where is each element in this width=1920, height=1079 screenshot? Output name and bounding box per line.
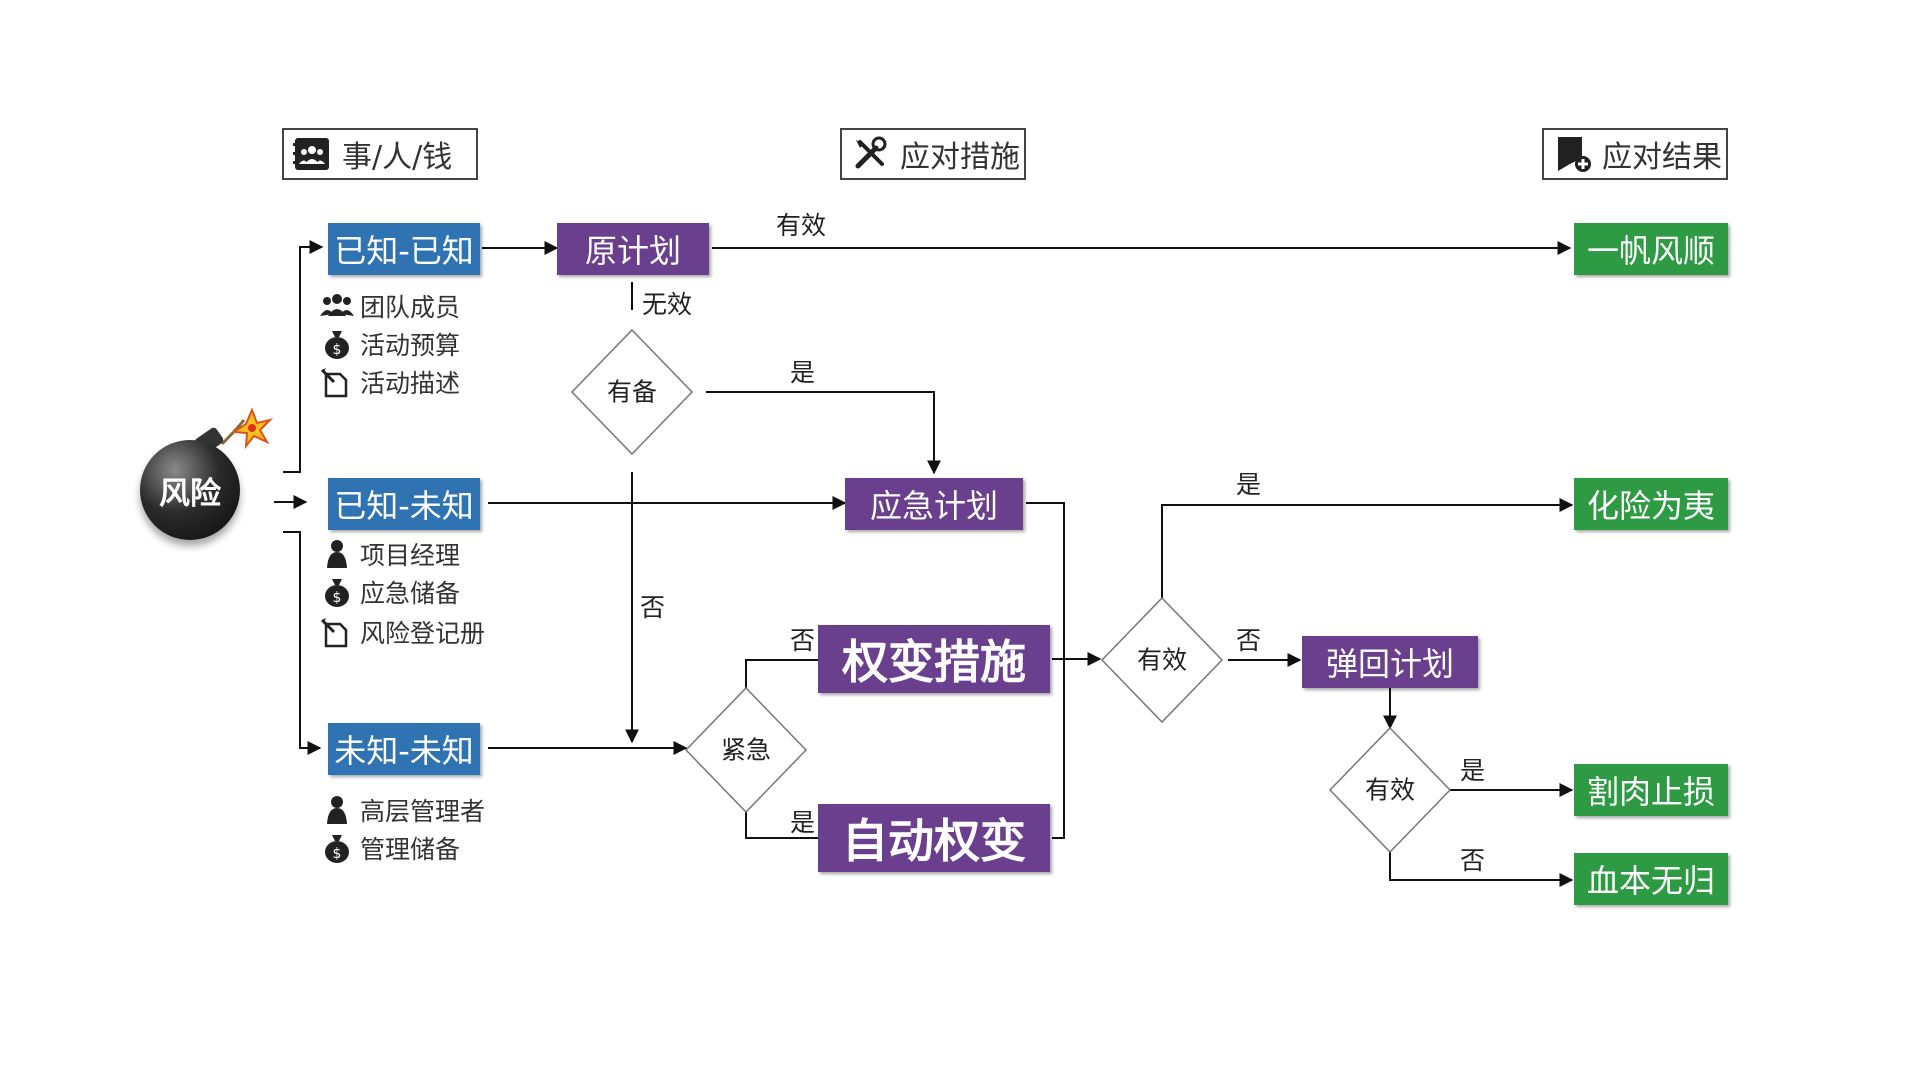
spark-icon — [220, 407, 274, 450]
category-unknown-unknown: 未知-未知 — [328, 723, 480, 775]
outcome-resolved-label: 化险为夷 — [1586, 487, 1715, 525]
flow-label-effective1-no: 否 — [1236, 626, 1262, 655]
connector-effective2-no — [1389, 852, 1574, 887]
outcome-cut-loss: 割肉止损 — [1574, 764, 1728, 816]
flow-label-effective2-no: 否 — [1460, 846, 1486, 875]
flow-label-urgent-no: 否 — [790, 626, 816, 655]
document-edit-icon — [320, 368, 348, 398]
action-auto-workaround: 自动权变 — [818, 804, 1050, 872]
decision-urgent: 紧急 — [720, 735, 772, 765]
resource-team-members: 团队成员 — [320, 288, 460, 324]
resource-activity-description: 活动描述 — [320, 364, 460, 400]
connector-risk-uu — [283, 531, 322, 755]
connector-contingency-merge — [1026, 502, 1065, 839]
action-workaround: 权变措施 — [818, 625, 1050, 693]
resource-label: 应急储备 — [360, 579, 461, 608]
action-auto-workaround-label: 自动权变 — [842, 814, 1026, 868]
resource-activity-budget: $ 活动预算 — [320, 326, 460, 362]
category-known-known: 已知-已知 — [328, 223, 480, 275]
connector-risk-kk — [283, 240, 324, 473]
decision-prepared: 有备 — [606, 377, 658, 407]
outcome-smooth: 一帆风顺 — [1574, 223, 1728, 275]
person-icon — [327, 796, 347, 824]
money-bag-icon: $ — [325, 835, 349, 863]
risk-bomb-icon: 风险 — [140, 440, 240, 540]
header-measures-label: 应对措施 — [900, 140, 1020, 175]
decision-effective2-shape — [1328, 726, 1452, 854]
decision-effective-2: 有效 — [1364, 775, 1416, 805]
resource-project-manager: 项目经理 — [320, 536, 460, 572]
action-contingency-plan: 应急计划 — [845, 478, 1023, 530]
flow-label-prepared-yes: 是 — [790, 358, 816, 387]
flow-label-effective: 有效 — [776, 211, 827, 240]
header-resources: 事/人/钱 — [282, 128, 478, 180]
svg-text:$: $ — [333, 342, 342, 358]
svg-text:$: $ — [333, 846, 342, 862]
resource-contingency-reserve: $ 应急储备 — [320, 574, 460, 610]
resource-risk-register: 风险登记册 — [320, 614, 485, 650]
document-edit-icon — [320, 618, 348, 648]
decision-effective-1: 有效 — [1136, 645, 1188, 675]
svg-text:$: $ — [333, 590, 342, 606]
header-measures: 应对措施 — [840, 128, 1026, 180]
resource-label: 活动预算 — [360, 331, 461, 360]
category-known-known-label: 已知-已知 — [334, 232, 474, 270]
flow-label-effective2-yes: 是 — [1460, 756, 1486, 785]
tools-icon — [855, 136, 887, 169]
outcome-total-loss: 血本无归 — [1574, 853, 1728, 905]
decision-prepared-shape — [570, 328, 694, 456]
header-outcomes-label: 应对结果 — [1602, 140, 1722, 175]
risk-label: 风险 — [159, 475, 221, 512]
resource-label: 高层管理者 — [360, 797, 486, 826]
resource-label: 管理储备 — [360, 835, 461, 864]
flow-label-effective1-yes: 是 — [1236, 470, 1262, 499]
category-known-unknown-label: 已知-未知 — [334, 487, 474, 525]
resource-label: 活动描述 — [360, 369, 461, 398]
outcome-cut-loss-label: 割肉止损 — [1586, 773, 1715, 811]
money-bag-icon: $ — [325, 331, 349, 359]
resource-label: 团队成员 — [360, 293, 461, 322]
resource-label: 风险登记册 — [360, 619, 486, 648]
action-original-plan-label: 原计划 — [584, 232, 681, 270]
flow-label-prepared-no: 否 — [640, 593, 666, 622]
person-icon — [327, 540, 347, 568]
team-icon — [320, 294, 354, 316]
flow-label-urgent-yes: 是 — [790, 808, 816, 837]
outcome-total-loss-label: 血本无归 — [1586, 862, 1715, 900]
action-fallback-plan: 弹回计划 — [1302, 636, 1478, 688]
category-unknown-unknown-label: 未知-未知 — [334, 732, 474, 770]
money-bag-icon: $ — [325, 579, 349, 607]
resource-management-reserve: $ 管理储备 — [320, 830, 460, 866]
bookmark-add-icon — [1558, 137, 1591, 172]
resource-senior-management: 高层管理者 — [320, 792, 485, 828]
header-resources-label: 事/人/钱 — [342, 140, 453, 175]
outcome-resolved: 化险为夷 — [1574, 478, 1728, 530]
connector-prepared-yes — [706, 391, 941, 475]
connector-urgent-yes — [745, 808, 818, 839]
connector-effective1-yes — [1161, 498, 1574, 598]
decision-urgent-shape — [684, 686, 808, 814]
outcome-smooth-label: 一帆风顺 — [1586, 232, 1715, 270]
action-original-plan: 原计划 — [557, 223, 709, 275]
resource-label: 项目经理 — [360, 541, 461, 570]
team-folder-icon — [293, 138, 329, 170]
flow-label-ineffective: 无效 — [642, 290, 693, 319]
decision-effective1-shape — [1100, 596, 1224, 724]
category-known-unknown: 已知-未知 — [328, 478, 480, 530]
action-contingency-plan-label: 应急计划 — [869, 487, 998, 525]
action-workaround-label: 权变措施 — [842, 635, 1026, 689]
connector-urgent-no — [745, 659, 818, 690]
action-fallback-plan-label: 弹回计划 — [1325, 645, 1454, 683]
header-outcomes: 应对结果 — [1542, 128, 1728, 180]
